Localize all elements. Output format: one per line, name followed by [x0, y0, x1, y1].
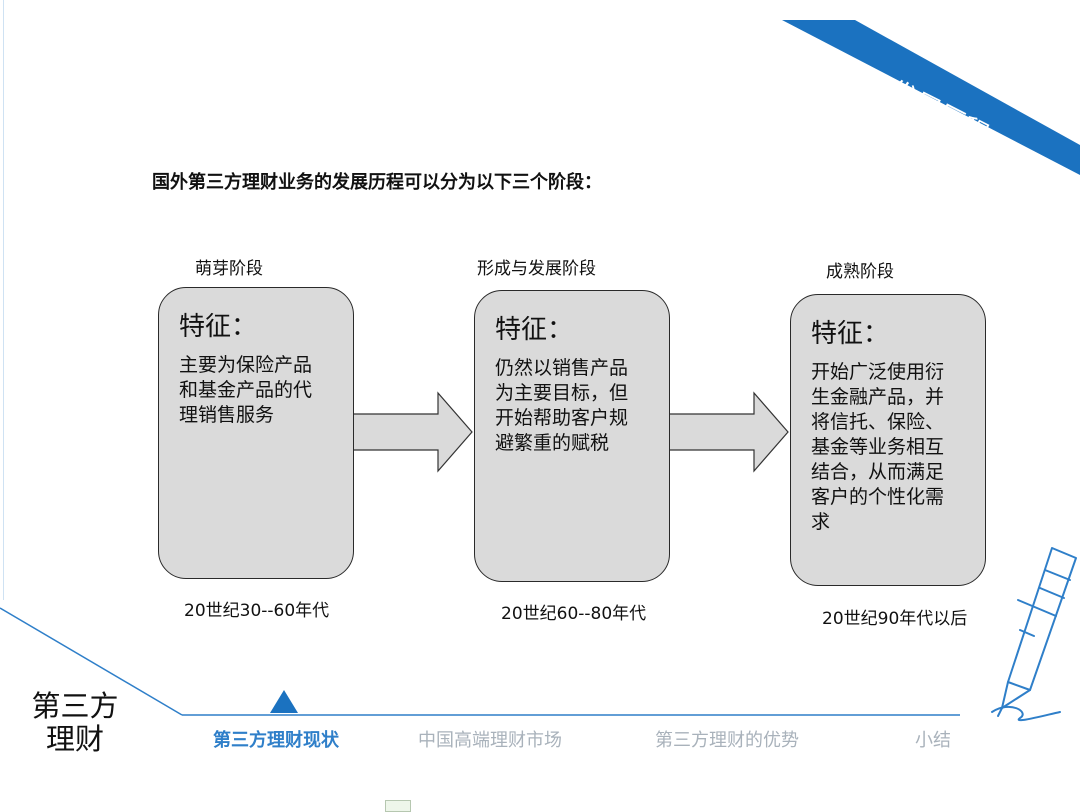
left-edge-line [3, 0, 4, 600]
intro-text: 国外第三方理财业务的发展历程可以分为以下三个阶段： [152, 172, 602, 193]
bottom-nav-lines [0, 607, 960, 716]
stage-period-2: 20世纪60--80年代 [501, 604, 647, 624]
stage-box-2: 特征： 仍然以销售产品 为主要目标，但 开始帮助客户规 避繁重的赋税 [474, 290, 670, 582]
corner-ribbon [782, 20, 1080, 175]
stage-box-title: 特征： [179, 312, 258, 342]
stage-box-text: 仍然以销售产品 为主要目标，但 开始帮助客户规 避繁重的赋税 [495, 357, 629, 454]
active-tab-indicator [270, 690, 298, 713]
brand-title: 第三方 理财 [31, 689, 119, 756]
stage-period-1: 20世纪30--60年代 [184, 601, 330, 621]
flow-arrow-2 [665, 391, 789, 473]
nav-tab-advantages[interactable]: 第三方理财的优势 [655, 730, 799, 751]
nav-tab-summary[interactable]: 小结 [915, 730, 951, 751]
nav-tab-current-status[interactable]: 第三方理财现状 [213, 730, 339, 751]
stage-name-3: 成熟阶段 [826, 262, 894, 282]
stage-box-3: 特征： 开始广泛使用衍 生金融产品，并 将信托、保险、 基金等业务相互 结合，从… [790, 294, 986, 586]
stage-name-2: 形成与发展阶段 [477, 259, 596, 279]
flow-arrow-1 [349, 391, 473, 473]
stage-period-3: 20世纪90年代以后 [822, 609, 968, 629]
nav-tab-high-end-market[interactable]: 中国高端理财市场 [418, 730, 562, 751]
pen-icon [991, 547, 1077, 722]
stage-box-title: 特征： [811, 319, 890, 349]
stage-box-title: 特征： [495, 315, 574, 345]
stage-name-1: 萌芽阶段 [195, 259, 263, 279]
slide-thumbnail-marker [385, 800, 411, 812]
stage-box-1: 特征： 主要为保险产品 和基金产品的代 理销售服务 [158, 287, 354, 579]
stage-box-text: 主要为保险产品 和基金产品的代 理销售服务 [179, 354, 313, 426]
stage-box-text: 开始广泛使用衍 生金融产品，并 将信托、保险、 基金等业务相互 结合，从而满足 … [811, 361, 945, 533]
